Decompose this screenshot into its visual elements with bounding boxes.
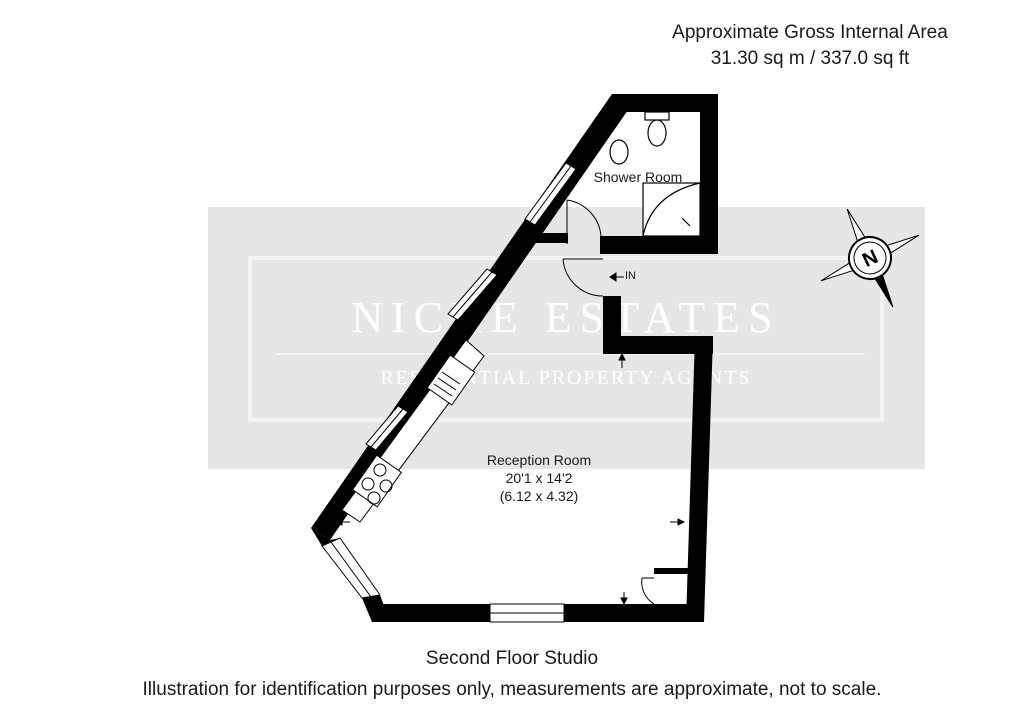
wall-corner-bottom <box>362 595 390 622</box>
area-value: 31.30 sq m / 337.0 sq ft <box>710 48 910 69</box>
sink <box>426 354 476 406</box>
wall-cupboard <box>654 568 688 574</box>
area-header: Approximate Gross Internal Area 31.30 sq… <box>630 20 990 72</box>
reception-room-imperial: 20'1 x 14'2 <box>505 470 573 486</box>
door-cupboard-swing <box>641 577 655 605</box>
entrance-label: IN <box>625 270 636 282</box>
basin <box>609 139 629 165</box>
area-title: Approximate Gross Internal Area <box>672 22 948 43</box>
wall-shower-bottom <box>600 236 718 254</box>
hob-ring <box>379 479 393 493</box>
reception-room-label: Reception Room 20'1 x 14'2 (6.12 x 4.32) <box>464 451 614 505</box>
window-corner <box>321 537 381 599</box>
wall-right <box>686 336 713 622</box>
wall-partition-stub <box>530 233 568 243</box>
wc-cistern <box>644 111 670 121</box>
watermark-rule <box>275 353 865 355</box>
watermark-frame <box>248 256 884 422</box>
disclaimer: Illustration for identification purposes… <box>142 679 882 700</box>
shower-room-label: Shower Room <box>593 169 683 185</box>
wall-shower-right <box>700 94 718 254</box>
compass-rose <box>820 208 920 308</box>
hob <box>351 454 403 508</box>
hob-ring <box>373 463 387 477</box>
floor-title: Second Floor Studio <box>425 648 599 669</box>
door-entrance-swing <box>562 258 604 297</box>
hob-ring <box>361 477 375 491</box>
reception-room-metric: (6.12 x 4.32) <box>499 488 579 504</box>
watermark-company: NICKE ESTATES <box>351 293 781 342</box>
wall-corner-left <box>311 528 340 546</box>
watermark-band <box>208 207 925 469</box>
wall-hall-step <box>603 336 713 354</box>
door-shower-swing <box>566 199 602 244</box>
shower-door <box>642 182 701 237</box>
reception-room-name: Reception Room <box>486 452 592 468</box>
wc-bowl <box>647 119 667 147</box>
wall-shower-top <box>612 94 718 112</box>
hob-ring <box>367 491 381 505</box>
